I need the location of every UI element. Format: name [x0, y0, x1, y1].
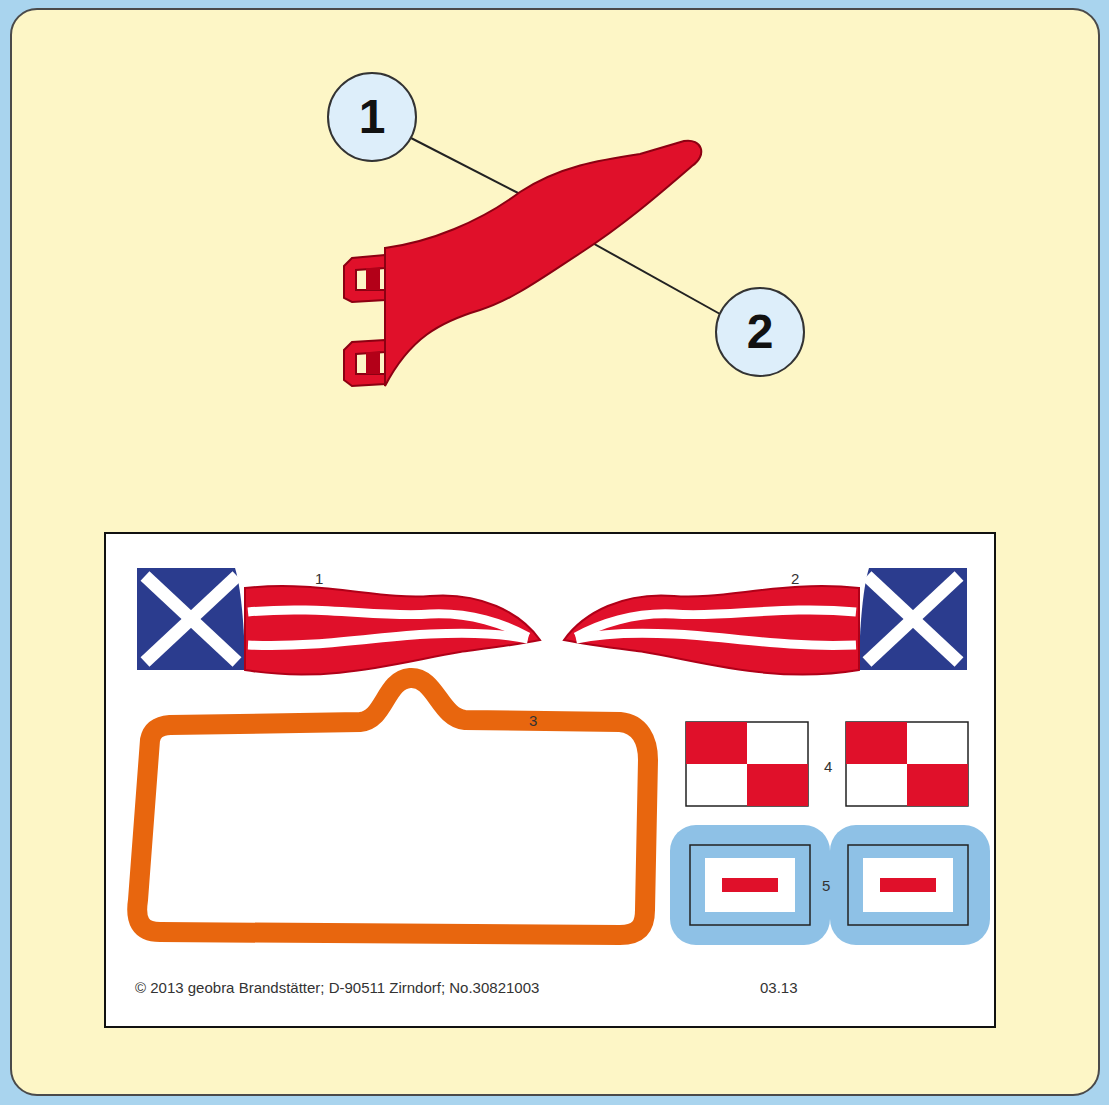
- callout-number: 2: [715, 287, 805, 377]
- flag-sticker: [137, 568, 540, 675]
- leader-line: [411, 138, 522, 195]
- date-code: 03.13: [760, 980, 798, 997]
- sticker-sheet-text-area: 1 2 3 4 5 © 2013 geobra Brandstätter; D-90511…: [105, 533, 995, 1027]
- sticker-number: 2: [791, 571, 799, 588]
- callout-number: 1: [327, 72, 417, 162]
- flag-part: [344, 141, 701, 386]
- panel: [11, 9, 1099, 1095]
- callout-label: 2: [747, 308, 774, 356]
- flag-sticker: [564, 568, 967, 675]
- copyright-note: © 2013 geobra Brandstätter; D-90511 Zirn…: [135, 980, 539, 997]
- sticker-number: 1: [315, 571, 323, 588]
- sticker-number: 5: [822, 878, 830, 895]
- sticker-sheet: [105, 533, 995, 1027]
- sticker-number: 4: [824, 759, 832, 776]
- window-frame-sticker: [137, 678, 648, 935]
- plate-sticker: [670, 825, 990, 945]
- callout-label: 1: [359, 93, 386, 141]
- checker-sticker: [686, 722, 968, 806]
- sticker-number: 3: [529, 713, 537, 730]
